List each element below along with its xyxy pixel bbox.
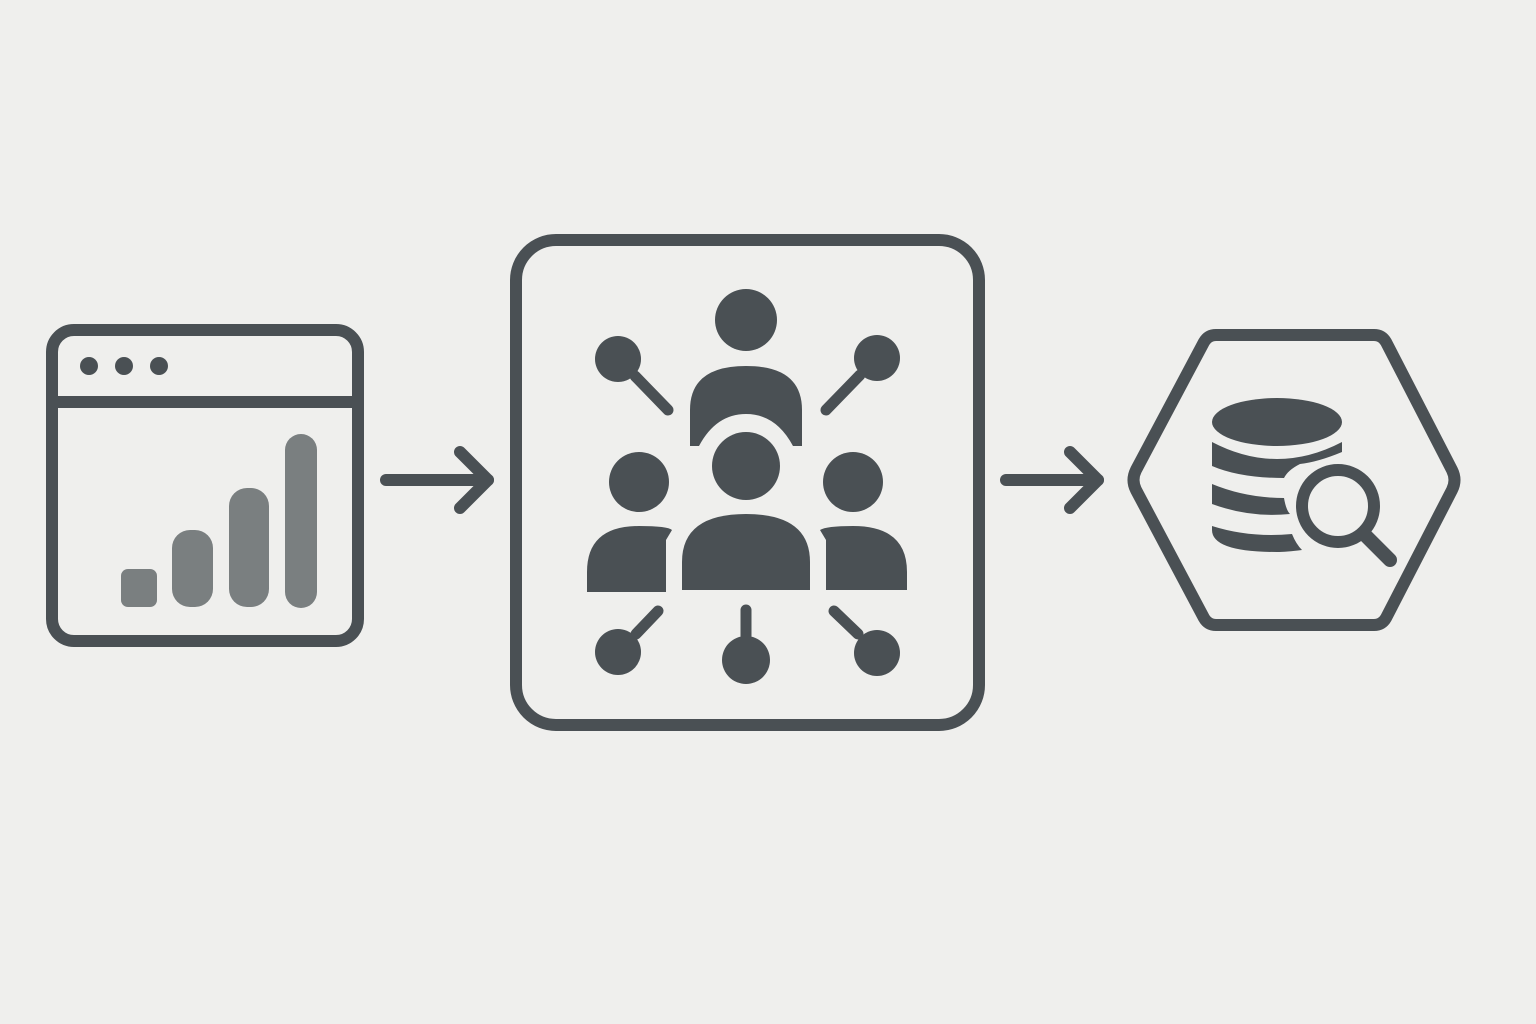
connector-node-icon — [828, 605, 900, 676]
person-body-icon — [820, 526, 907, 590]
person-body-icon — [587, 526, 672, 592]
connector-node-icon — [722, 604, 770, 684]
person-body-icon — [682, 514, 810, 590]
network-frame — [510, 234, 985, 731]
browser-dot-icon — [150, 357, 168, 375]
person-head-icon — [712, 432, 780, 500]
bar-chart — [121, 434, 317, 608]
database-icon — [1212, 398, 1342, 552]
magnifier-icon — [1296, 464, 1397, 567]
people-network-icon — [510, 234, 985, 731]
chart-bar — [229, 488, 269, 607]
person-head-icon — [609, 452, 669, 512]
browser-window-frame — [46, 324, 364, 647]
person-head-icon — [823, 452, 883, 512]
browser-bar-chart-icon — [46, 324, 364, 647]
browser-dot-icon — [80, 357, 98, 375]
person-body-icon — [690, 366, 802, 446]
person-head-icon — [715, 289, 777, 351]
flow-arrow-icon — [380, 446, 494, 514]
browser-dot-icon — [115, 357, 133, 375]
hexagon-frame — [1127, 329, 1461, 631]
database-search-icon — [1127, 329, 1461, 631]
connector-node-icon — [595, 336, 674, 416]
chart-bar — [121, 569, 157, 607]
flow-arrow-icon — [1000, 446, 1104, 514]
connector-node-icon — [595, 605, 664, 675]
connector-node-icon — [820, 335, 900, 416]
chart-bar — [172, 530, 213, 607]
chart-bar — [285, 434, 317, 608]
